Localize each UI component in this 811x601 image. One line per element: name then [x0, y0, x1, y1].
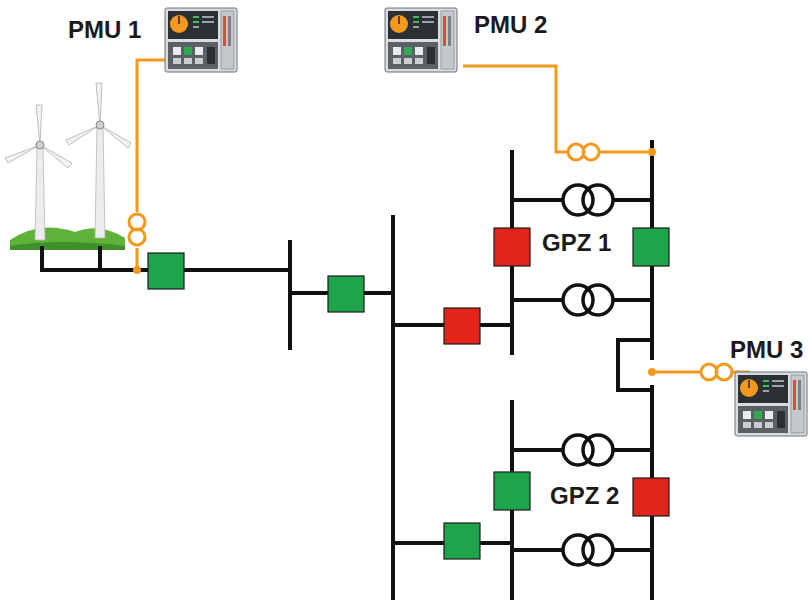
connection-dot — [133, 148, 656, 376]
device-label: PMU 3 — [730, 338, 803, 362]
pmu-device — [165, 8, 237, 72]
zone-label: GPZ 2 — [548, 483, 621, 509]
pmu-device — [385, 8, 457, 72]
device-label: PMU 1 — [68, 18, 141, 42]
busbar — [42, 140, 652, 600]
pmu-device — [735, 372, 807, 436]
device-label: PMU 2 — [474, 13, 547, 37]
zone-label: GPZ 1 — [540, 230, 613, 256]
circuit-breaker — [148, 228, 669, 559]
wind-turbine — [5, 83, 131, 250]
measurement-wire — [129, 60, 750, 380]
